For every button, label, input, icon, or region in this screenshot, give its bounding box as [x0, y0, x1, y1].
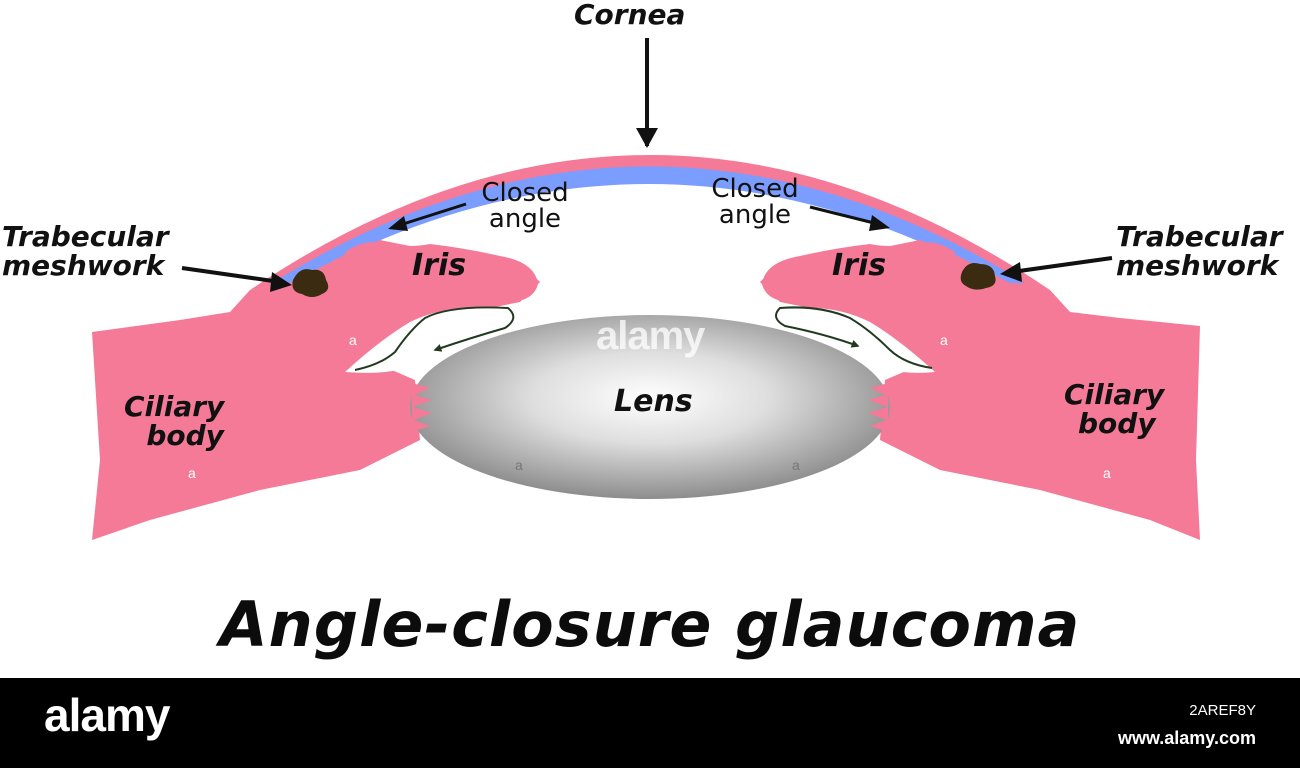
footer-image-id: 2AREF8Y [1189, 702, 1256, 719]
ciliary-right-line1: Ciliary [1064, 380, 1164, 409]
trabecular-label-right-line1: Trabecular [1116, 222, 1283, 251]
ciliary-body-label-left: Ciliary body [124, 392, 224, 451]
trabecular-meshwork-label-right: Trabecular meshwork [1116, 222, 1283, 281]
watermark-mark: a [940, 332, 948, 348]
watermark-mark: a [188, 465, 196, 481]
trabecular-label-right-line2: meshwork [1116, 251, 1283, 280]
watermark: alamy [596, 314, 704, 359]
watermark-mark: a [515, 457, 523, 473]
closed-angle-right-line2: angle [700, 202, 810, 228]
closed-angle-left-line1: Closed [470, 180, 580, 206]
watermark-mark: a [349, 332, 357, 348]
closed-angle-label-left: Closed angle [470, 180, 580, 232]
footer-site: www.alamy.com [1118, 728, 1256, 749]
iris-label-right: Iris [832, 250, 886, 282]
trabecular-label-left-line2: meshwork [2, 251, 169, 280]
watermark-mark: a [792, 457, 800, 473]
cornea-label: Cornea [574, 0, 685, 29]
diagram-title: Angle-closure glaucoma [0, 588, 1300, 661]
trabecular-arrow-left [182, 268, 280, 282]
trabecular-meshwork-right [961, 263, 996, 290]
closed-angle-label-right: Closed angle [700, 176, 810, 228]
trabecular-label-left-line1: Trabecular [2, 222, 169, 251]
footer-bar [0, 678, 1300, 768]
ciliary-right-line2: body [1064, 409, 1164, 438]
ciliary-left-line1: Ciliary [124, 392, 224, 421]
lens-label: Lens [614, 386, 693, 418]
ciliary-body-label-right: Ciliary body [1064, 380, 1164, 439]
closed-angle-right-line1: Closed [700, 176, 810, 202]
footer-brand: alamy [44, 688, 169, 742]
ciliary-left-line2: body [124, 421, 224, 450]
trabecular-arrow-right [1012, 258, 1112, 272]
iris-label-left: Iris [412, 250, 466, 282]
cornea-arrowhead [636, 128, 658, 148]
closed-angle-left-line2: angle [470, 206, 580, 232]
trabecular-meshwork-label-left: Trabecular meshwork [2, 222, 169, 281]
watermark-mark: a [1103, 465, 1111, 481]
